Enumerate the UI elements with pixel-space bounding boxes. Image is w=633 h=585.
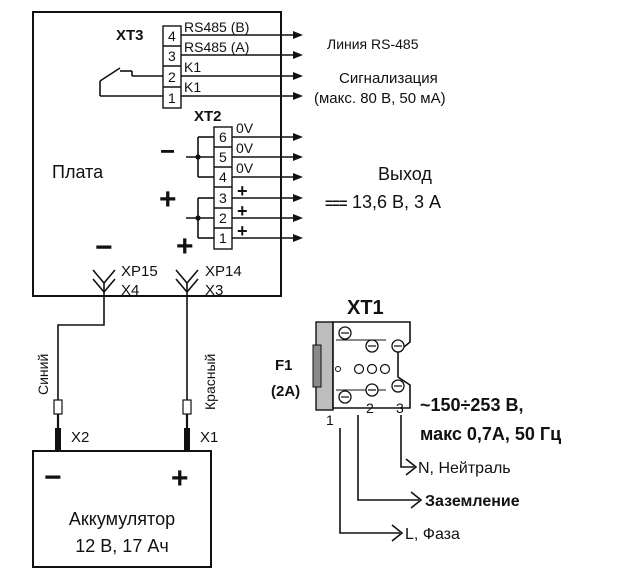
battery-spec: 12 В, 17 Ач <box>75 536 168 556</box>
fuse-rating: (2А) <box>271 383 300 400</box>
xt3-wires <box>181 31 303 100</box>
xt1-label: XT1 <box>347 297 384 319</box>
battery-plus-sign: + <box>171 462 189 495</box>
blue-wire-label: Синий <box>35 354 51 395</box>
xt1-pin-1: 1 <box>326 412 334 428</box>
xt2-plus-sign: + <box>159 183 177 216</box>
xt2-minus-sign: − <box>160 136 175 166</box>
xt1-wires <box>339 415 423 542</box>
blue-wire <box>53 310 105 450</box>
battery-outline <box>32 450 212 568</box>
x3-label: X3 <box>205 282 223 299</box>
xt1-pin-2: 2 <box>366 400 374 416</box>
alarm-label: Сигнализация <box>339 70 438 87</box>
battery-name: Аккумулятор <box>69 509 175 529</box>
xt3-label: XT3 <box>116 27 144 44</box>
board-label: Плата <box>52 162 104 182</box>
phase-label: L, Фаза <box>405 526 460 543</box>
xp15-label: XP15 <box>121 263 158 280</box>
xt2-minus-bus <box>186 136 214 178</box>
neutral-label: N, Нейтраль <box>418 460 511 477</box>
fuse-label: F1 <box>275 357 293 374</box>
output-label: Выход <box>378 164 432 184</box>
red-wire <box>182 330 192 450</box>
xt1-pin-3: 3 <box>396 400 404 416</box>
xt3-pin-1: 1 <box>168 90 176 106</box>
xt3-pin-3: 3 <box>168 48 176 64</box>
xt2-signal-0v-6: 0V <box>236 120 254 136</box>
xp14-label: XP14 <box>205 263 242 280</box>
xt2-signal-plus-3: + <box>237 181 248 201</box>
mains-voltage: ~150÷253 В, <box>420 395 523 415</box>
xt2-wires <box>232 133 303 242</box>
board-outline <box>32 11 282 297</box>
xt3-signal-rs485-b: RS485 (B) <box>184 19 249 35</box>
board-plus-sign: + <box>176 230 194 263</box>
xt3-pin-4: 4 <box>168 28 176 44</box>
xt2-signal-0v-5: 0V <box>236 140 254 156</box>
mains-limits: макс 0,7А, 50 Гц <box>420 424 561 444</box>
xt2-pin-2: 2 <box>219 210 227 226</box>
relay-contact-symbol <box>99 67 163 97</box>
xp14-connector <box>175 269 199 330</box>
xt2-pin-1: 1 <box>219 230 227 246</box>
xt3-signal-k1-b: K1 <box>184 79 201 95</box>
xp15-connector <box>92 269 116 310</box>
rs485-line-label: Линия RS-485 <box>327 36 419 52</box>
xt2-signal-0v-4: 0V <box>236 160 254 176</box>
board-minus-sign: − <box>95 231 113 264</box>
xt2-pin-6: 6 <box>219 129 227 145</box>
alarm-limits: (макс. 80 В, 50 мА) <box>314 90 446 107</box>
xt2-signal-plus-2: + <box>237 201 248 221</box>
xt2-pin-4: 4 <box>219 169 227 185</box>
xt2-label: XT2 <box>194 108 222 125</box>
ground-label: Заземление <box>425 493 520 510</box>
xt2-plus-bus <box>186 197 214 239</box>
red-wire-label: Красный <box>202 354 218 410</box>
x2-label: X2 <box>71 429 89 446</box>
xt3-signal-k1-a: K1 <box>184 59 201 75</box>
x4-label: X4 <box>121 282 139 299</box>
xt2-terminal-block <box>213 126 233 250</box>
battery-minus-sign: − <box>44 461 62 494</box>
xt3-terminal-block <box>162 25 182 109</box>
xt2-signal-plus-1: + <box>237 221 248 241</box>
xt3-pin-2: 2 <box>168 69 176 85</box>
x1-label: X1 <box>200 429 218 446</box>
output-value: 13,6 В, 3 А <box>352 192 441 212</box>
xt1-terminal-block <box>312 321 411 411</box>
xt3-signal-rs485-a: RS485 (A) <box>184 39 249 55</box>
xt2-pin-3: 3 <box>219 190 227 206</box>
dc-symbol: === <box>325 195 347 211</box>
xt2-pin-5: 5 <box>219 149 227 165</box>
